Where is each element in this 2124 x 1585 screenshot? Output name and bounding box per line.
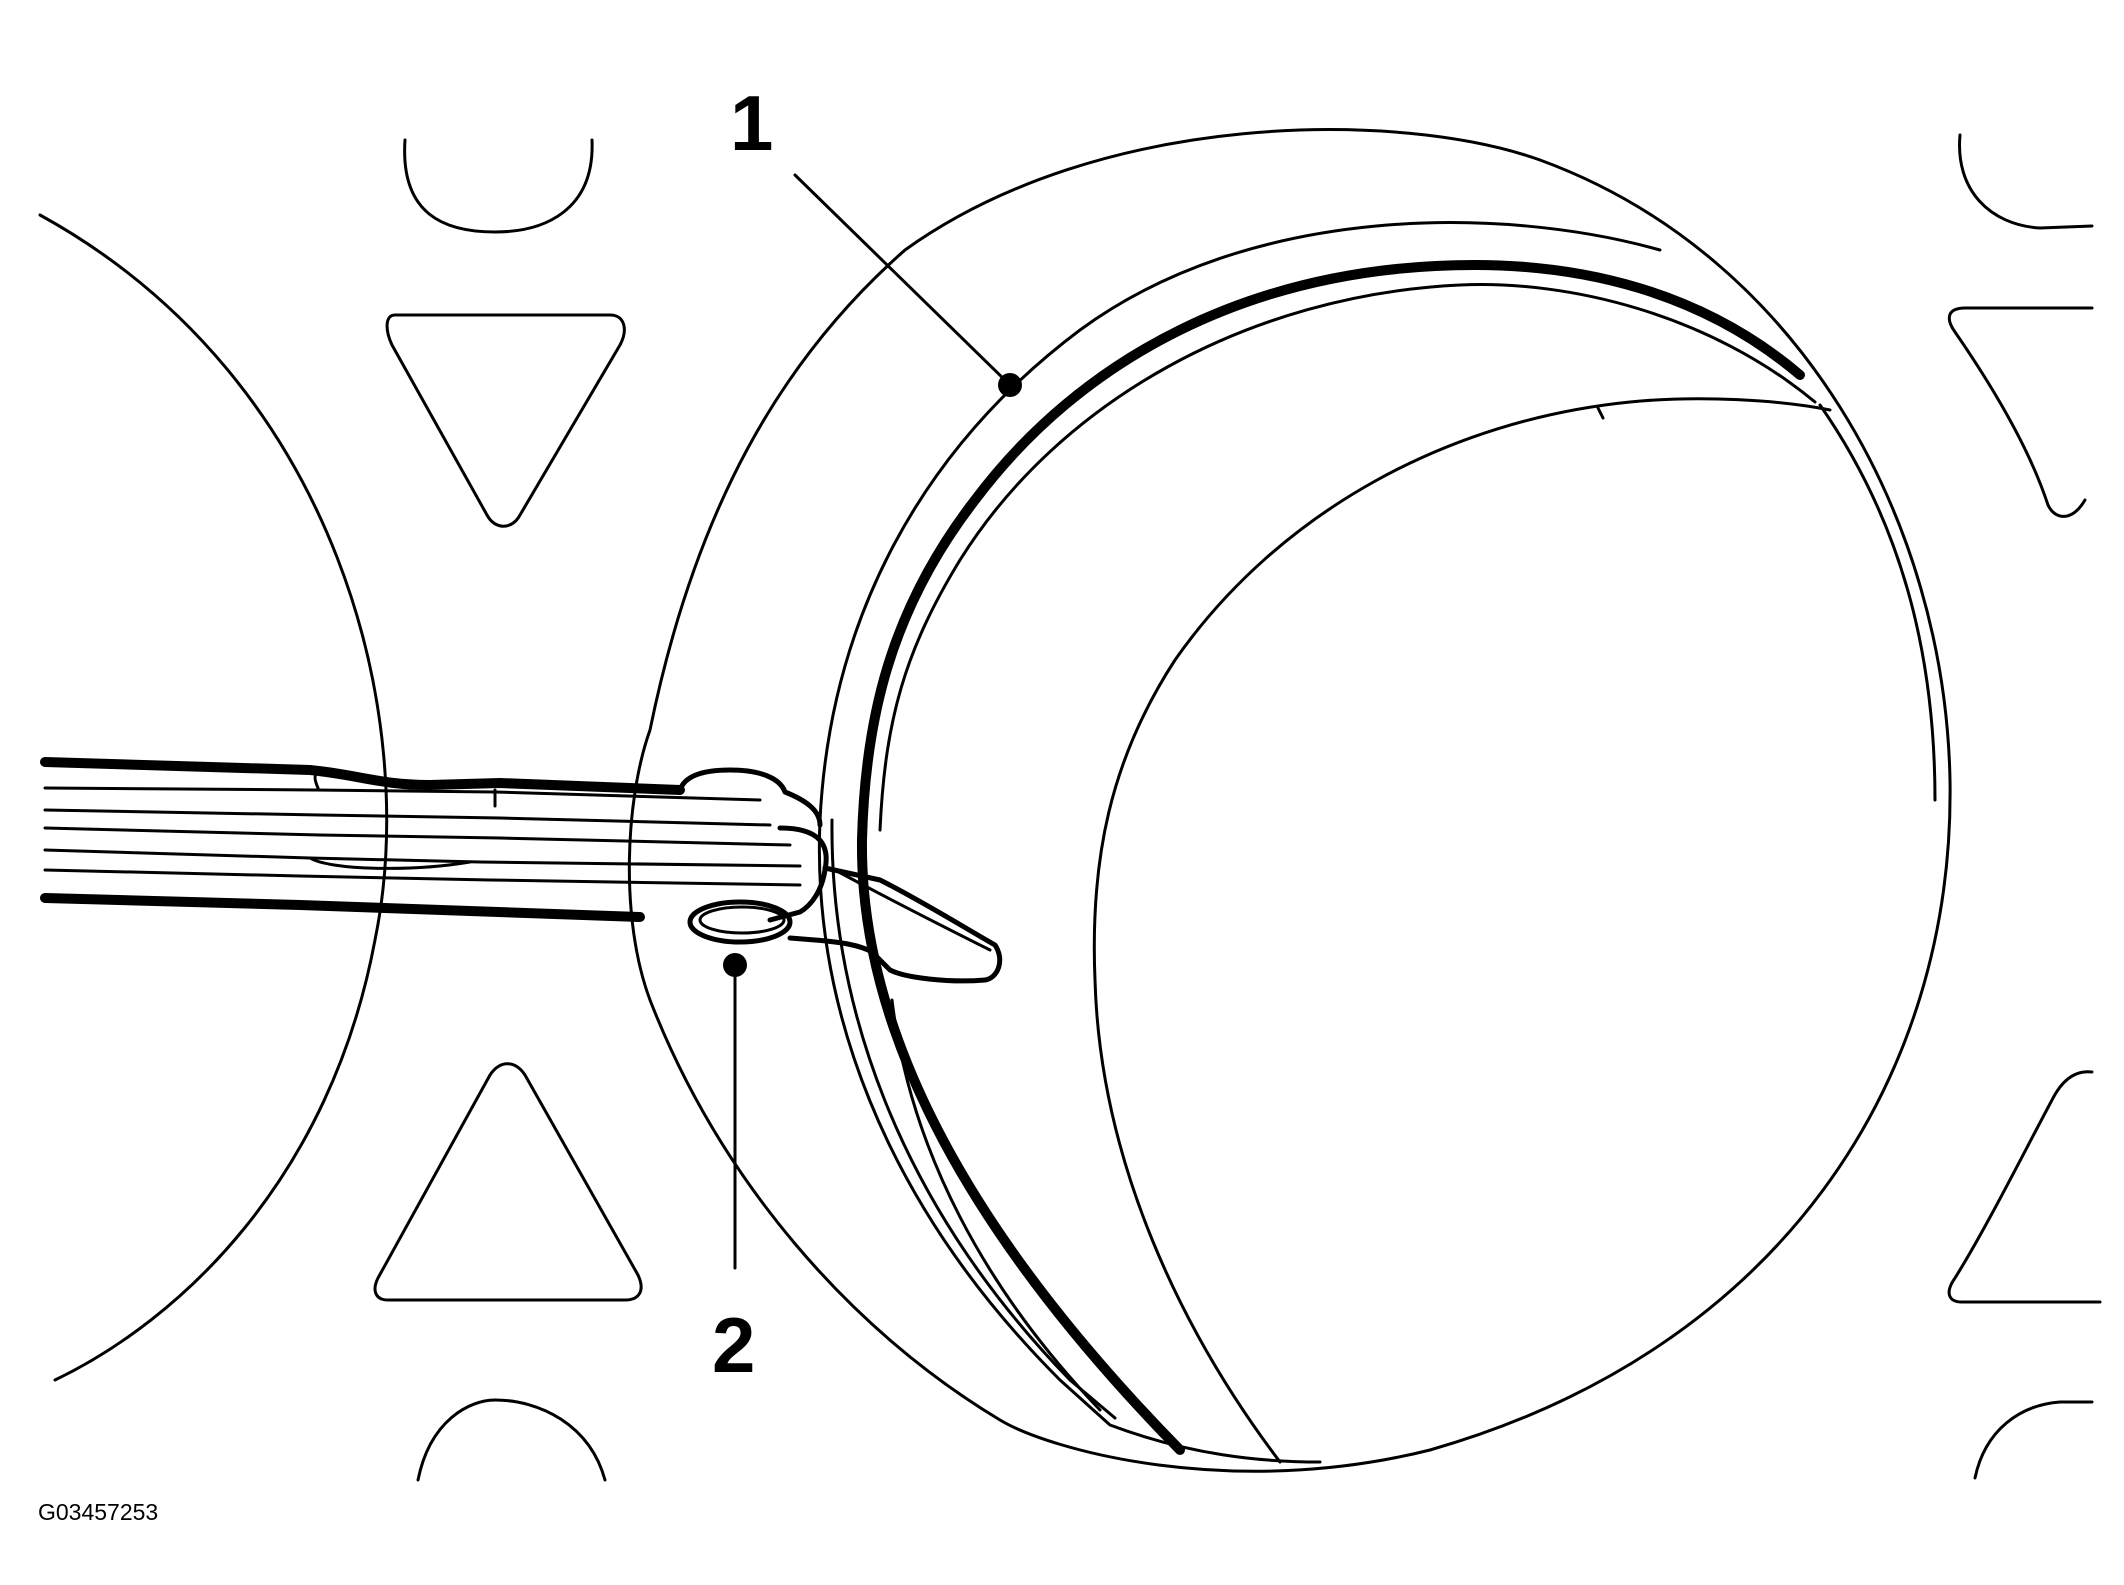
lower-left-coolant-passage	[373, 1062, 643, 1302]
lower-right-coolant-passage	[1947, 1070, 2102, 1304]
piston-crown-edge-right	[1818, 403, 1937, 802]
top-right-cutout	[1958, 133, 2094, 230]
callout-2-label: 2	[712, 1301, 755, 1389]
callout-1-dot	[998, 373, 1022, 397]
tool-handle-line-c	[43, 826, 792, 847]
callout-1-leader	[793, 173, 1012, 387]
callout-2-dot	[723, 953, 747, 977]
tool-handle-line-d	[43, 848, 802, 868]
piston-crown	[1092, 397, 1832, 1464]
tool-handle-outline	[40, 757, 685, 795]
tool-handle-line-e	[43, 868, 802, 887]
figure-id: G03457253	[38, 1499, 158, 1525]
tool-handle-outline-lower	[40, 893, 645, 922]
bottom-left-cutout	[416, 1398, 607, 1482]
piston-ring	[856, 260, 1805, 1455]
tool-handle-line-a	[43, 786, 762, 802]
tool-handle-joint-upper	[313, 770, 497, 808]
tool-handle-joint-lower	[308, 856, 472, 870]
crown-tick-mark	[1596, 406, 1605, 420]
tool-lower-pivot	[687, 899, 793, 945]
piston-ring-lower-inner-edge	[890, 998, 1102, 1412]
bottom-right-cutout	[1973, 1400, 2094, 1480]
piston-ring-inner-edge	[878, 283, 1817, 832]
tool-handle-line-b	[43, 808, 772, 827]
tool-upper-pivot	[677, 767, 823, 828]
callout-1-label: 1	[730, 79, 773, 167]
piston-outer-edge	[817, 221, 1662, 1464]
upper-left-coolant-passage	[385, 313, 626, 528]
tool-jaw	[767, 825, 829, 923]
top-left-cutout	[403, 138, 594, 234]
ring-expander-tool	[40, 757, 1003, 984]
upper-right-coolant-passage	[1947, 306, 2094, 518]
tool-lower-pivot-inner	[698, 905, 786, 935]
piston-outer-edge-lower	[830, 818, 1117, 1420]
left-cylinder-bore	[38, 213, 389, 1382]
main-cylinder-bore	[627, 128, 1952, 1473]
tool-blade-edge	[833, 868, 992, 952]
tool-blade-tip	[787, 865, 1003, 984]
